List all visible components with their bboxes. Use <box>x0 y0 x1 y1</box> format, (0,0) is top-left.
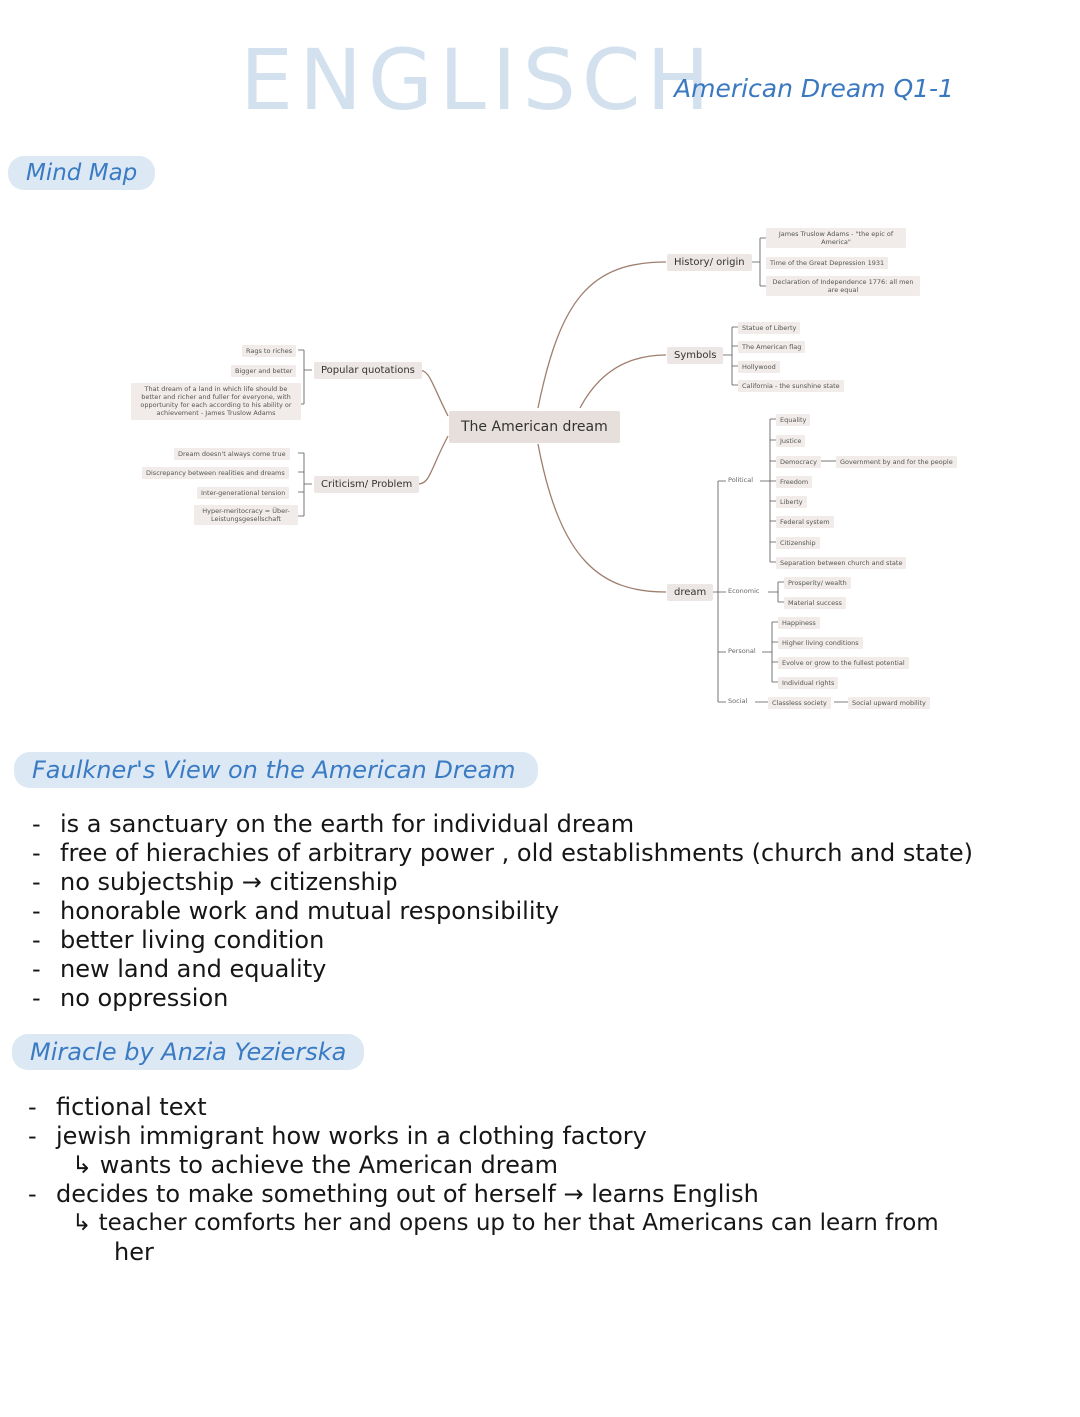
list-item: ↳ teacher comforts her and opens up to h… <box>72 1210 939 1236</box>
list-item: is a sanctuary on the earth for individu… <box>32 810 973 839</box>
node-criticism: Criticism/ Problem <box>314 476 420 493</box>
leaf-criticism-3: Inter-generational tension <box>197 487 290 500</box>
leaf-political-3: Democracy <box>776 456 821 469</box>
list-item: fictional text <box>28 1093 939 1122</box>
label-personal: Personal <box>728 647 756 655</box>
leaf-economic-2: Material success <box>784 597 846 610</box>
leaf-quotes-2: Bigger and better <box>231 365 297 378</box>
list-item: new land and equality <box>32 955 973 984</box>
leaf-social-1: Classless society <box>768 697 831 710</box>
branch-criticism <box>417 435 449 485</box>
leaf-personal-3: Evolve or grow to the fullest potential <box>778 657 909 670</box>
list-item: honorable work and mutual responsibility <box>32 897 973 926</box>
branch-dream <box>537 443 667 593</box>
leaf-political-7: Citizenship <box>776 537 820 550</box>
leaf-democracy-detail: Government by and for the people <box>836 456 957 469</box>
leaf-criticism-2: Discrepancy between realities and dreams <box>142 467 289 480</box>
section-heading-miracle: Miracle by Anzia Yezierska <box>12 1034 365 1070</box>
leaf-symbols-2: The American flag <box>738 341 806 354</box>
section-heading-mindmap: Mind Map <box>8 156 156 190</box>
leaf-political-8: Separation between church and state <box>776 557 907 570</box>
leaf-political-4: Freedom <box>776 476 813 489</box>
leaf-criticism-1: Dream doesn't always come true <box>174 448 290 461</box>
miracle-list: fictional text jewish immigrant how work… <box>28 1093 939 1267</box>
branch-quotes <box>417 369 449 417</box>
list-item: jewish immigrant how works in a clothing… <box>28 1122 939 1151</box>
page-subtitle: American Dream Q1-1 <box>674 74 954 103</box>
leaf-quotes-3: That dream of a land in which life shoul… <box>131 383 301 420</box>
branch-history <box>537 261 667 409</box>
leaf-political-2: Justice <box>776 435 806 448</box>
leaf-criticism-4: Hyper-meritocracy = Über-Leistungsgesell… <box>194 505 298 526</box>
leaf-symbols-3: Hollywood <box>738 361 780 374</box>
leaf-political-1: Equality <box>776 414 811 427</box>
page-title: ENGLISCH <box>240 31 716 129</box>
mindmap-connectors <box>298 237 848 703</box>
leaf-personal-2: Higher living conditions <box>778 637 863 650</box>
list-item: her <box>114 1238 154 1266</box>
leaf-quotes-1: Rags to riches <box>242 345 297 358</box>
list-item: decides to make something out of herself… <box>28 1180 939 1209</box>
list-item: ↳ wants to achieve the American dream <box>72 1151 558 1179</box>
leaf-symbols-1: Statue of Liberty <box>738 322 801 335</box>
leaf-symbols-4: California - the sunshine state <box>738 380 844 393</box>
label-economic: Economic <box>728 587 760 595</box>
node-symbols: Symbols <box>667 347 724 364</box>
leaf-history-2: Time of the Great Depression 1931 <box>766 257 889 270</box>
list-item: no subjectship → citizenship <box>32 868 973 897</box>
branch-symbols <box>579 354 667 409</box>
leaf-economic-1: Prosperity/ wealth <box>784 577 851 590</box>
node-dream: dream <box>667 584 714 601</box>
node-history: History/ origin <box>667 254 752 271</box>
leaf-personal-1: Happiness <box>778 617 820 630</box>
list-item: free of hierachies of arbitrary power , … <box>32 839 973 868</box>
section-heading-faulkner: Faulkner's View on the American Dream <box>14 752 538 788</box>
leaf-personal-4: Individual rights <box>778 677 839 690</box>
leaf-social-detail: Social upward mobility <box>848 697 930 710</box>
mindmap-center: The American dream <box>449 411 620 443</box>
faulkner-list: is a sanctuary on the earth for individu… <box>32 810 973 1013</box>
list-item: no oppression <box>32 984 973 1013</box>
leaf-history-3: Declaration of Independence 1776: all me… <box>766 276 920 297</box>
leaf-history-1: James Truslow Adams - "the epic of Ameri… <box>766 228 906 249</box>
label-political: Political <box>728 476 753 484</box>
label-social: Social <box>728 697 748 705</box>
node-quotes: Popular quotations <box>314 362 422 379</box>
leaf-political-6: Federal system <box>776 516 834 529</box>
list-item: better living condition <box>32 926 973 955</box>
leaf-political-5: Liberty <box>776 496 807 509</box>
